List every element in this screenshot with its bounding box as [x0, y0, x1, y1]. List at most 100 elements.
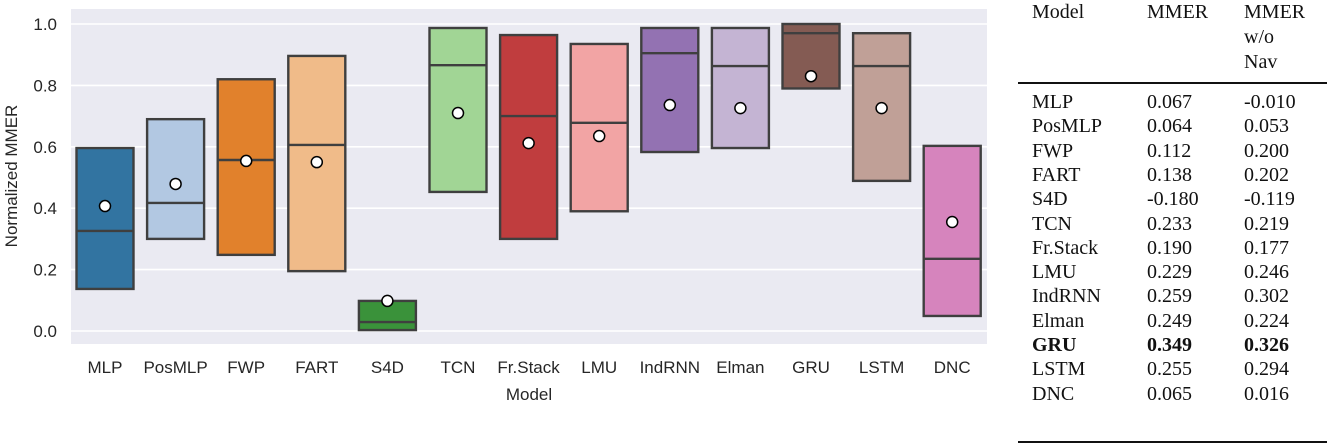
cell-model: LMU — [1032, 261, 1077, 284]
cell-mmer-wo-nav: 0.202 — [1244, 163, 1289, 186]
table-row: LMU 0.229 0.246 — [1018, 260, 1328, 284]
table-row: IndRNN 0.259 0.302 — [1018, 284, 1328, 308]
x-tick-label: LSTM — [859, 358, 904, 377]
mean-marker — [592, 129, 606, 143]
cell-model: PosMLP — [1032, 115, 1103, 138]
x-tick-label: IndRNN — [640, 358, 700, 377]
cell-mmer: 0.064 — [1147, 115, 1192, 138]
mean-marker — [98, 199, 112, 213]
cell-mmer-wo-nav: 0.294 — [1244, 358, 1289, 381]
x-tick-label: LMU — [581, 358, 617, 377]
header-model: Model — [1032, 1, 1085, 23]
cell-mmer-wo-nav: -0.010 — [1244, 91, 1296, 113]
cell-model: TCN — [1032, 212, 1072, 235]
x-tick-label: TCN — [441, 358, 476, 377]
box-fart — [287, 54, 347, 273]
box-indrnn — [640, 26, 700, 154]
y-tick-label: 0.0 — [33, 322, 57, 341]
header-mmer: MMER — [1147, 1, 1209, 23]
cell-mmer: 0.190 — [1147, 236, 1192, 259]
x-tick-label: FART — [295, 358, 338, 377]
cell-mmer-wo-nav: 0.200 — [1244, 139, 1289, 162]
mean-marker — [239, 154, 253, 168]
box-mlp — [75, 146, 135, 291]
y-tick-label: 0.4 — [33, 199, 57, 218]
table-row: DNC 0.065 0.016 — [1018, 382, 1328, 406]
cell-mmer-wo-nav: 0.224 — [1244, 309, 1289, 332]
iqr-box — [569, 42, 629, 213]
cell-mmer: 0.065 — [1147, 382, 1192, 405]
y-axis-title: Normalized MMER — [2, 105, 21, 248]
x-tick-label: FWP — [227, 358, 265, 377]
cell-model: S4D — [1032, 188, 1068, 211]
mean-marker — [451, 106, 465, 120]
cell-mmer-wo-nav: -0.119 — [1244, 188, 1295, 211]
cell-mmer-wo-nav: 0.053 — [1244, 115, 1289, 138]
cell-model: LSTM — [1032, 358, 1086, 381]
box-tcn — [428, 26, 488, 194]
cell-mmer: 0.259 — [1147, 285, 1192, 308]
cell-mmer: 0.349 — [1147, 334, 1192, 356]
y-tick-label: 0.6 — [33, 138, 57, 157]
cell-model: FART — [1032, 163, 1081, 186]
x-tick-label: PosMLP — [143, 358, 207, 377]
cell-mmer-wo-nav: 0.302 — [1244, 285, 1289, 308]
cell-mmer: 0.255 — [1147, 358, 1192, 381]
mean-marker — [310, 155, 324, 169]
header-mmer-wo-nav-line1: MMER — [1244, 1, 1306, 23]
mean-marker — [381, 294, 394, 308]
iqr-box — [640, 26, 700, 154]
y-tick-label: 0.2 — [33, 261, 57, 280]
cell-model: FWP — [1032, 139, 1074, 162]
box-lmu — [569, 42, 629, 213]
x-tick-label: DNC — [934, 358, 971, 377]
cell-model: MLP — [1032, 91, 1074, 113]
cell-model: Elman — [1032, 309, 1085, 332]
mean-marker — [875, 101, 888, 115]
y-tick-label: 0.8 — [33, 76, 57, 95]
box-s4d — [357, 294, 418, 332]
box-fwp — [216, 78, 276, 257]
cell-mmer: 0.229 — [1147, 261, 1192, 284]
box-gru — [781, 22, 841, 90]
cell-model: IndRNN — [1032, 285, 1101, 308]
cell-mmer-wo-nav: 0.246 — [1244, 261, 1289, 284]
x-tick-label: Elman — [716, 358, 764, 377]
table-row: S4D -0.180 -0.119 — [1018, 187, 1328, 211]
table-row: Elman 0.249 0.224 — [1018, 309, 1328, 333]
cell-mmer: 0.233 — [1147, 212, 1192, 235]
cell-mmer-wo-nav: 0.177 — [1244, 236, 1289, 259]
table-row: TCN 0.233 0.219 — [1018, 212, 1328, 236]
x-tick-label: Fr.Stack — [497, 358, 560, 377]
cell-mmer-wo-nav: 0.326 — [1244, 334, 1289, 356]
x-tick-label: S4D — [371, 358, 404, 377]
mean-marker — [522, 136, 535, 150]
mean-marker — [804, 69, 818, 83]
iqr-box — [710, 26, 771, 150]
box-frstack — [498, 33, 559, 241]
mean-marker — [945, 215, 959, 229]
cell-model: DNC — [1032, 382, 1075, 405]
y-axis-ticks: 0.0 0.2 0.4 0.6 0.8 1.0 — [33, 15, 57, 341]
cell-mmer: 0.067 — [1147, 91, 1192, 113]
cell-mmer: -0.180 — [1147, 188, 1199, 211]
bottom-rule — [1018, 441, 1327, 443]
iqr-box — [922, 144, 982, 318]
cell-mmer-wo-nav: 0.219 — [1244, 212, 1289, 235]
iqr-box — [75, 146, 135, 291]
x-axis-title: Model — [506, 385, 552, 404]
cell-mmer-wo-nav: 0.016 — [1244, 382, 1289, 405]
box-dnc — [922, 144, 982, 318]
table-row: LSTM 0.255 0.294 — [1018, 357, 1328, 381]
box-series — [75, 22, 982, 332]
cell-mmer: 0.249 — [1147, 309, 1192, 332]
header-mmer-wo-nav-line2: w/o — [1244, 26, 1274, 48]
mean-marker — [734, 101, 747, 115]
y-tick-label: 1.0 — [33, 15, 57, 34]
header-mmer-wo-nav-line3: Nav — [1244, 51, 1278, 73]
